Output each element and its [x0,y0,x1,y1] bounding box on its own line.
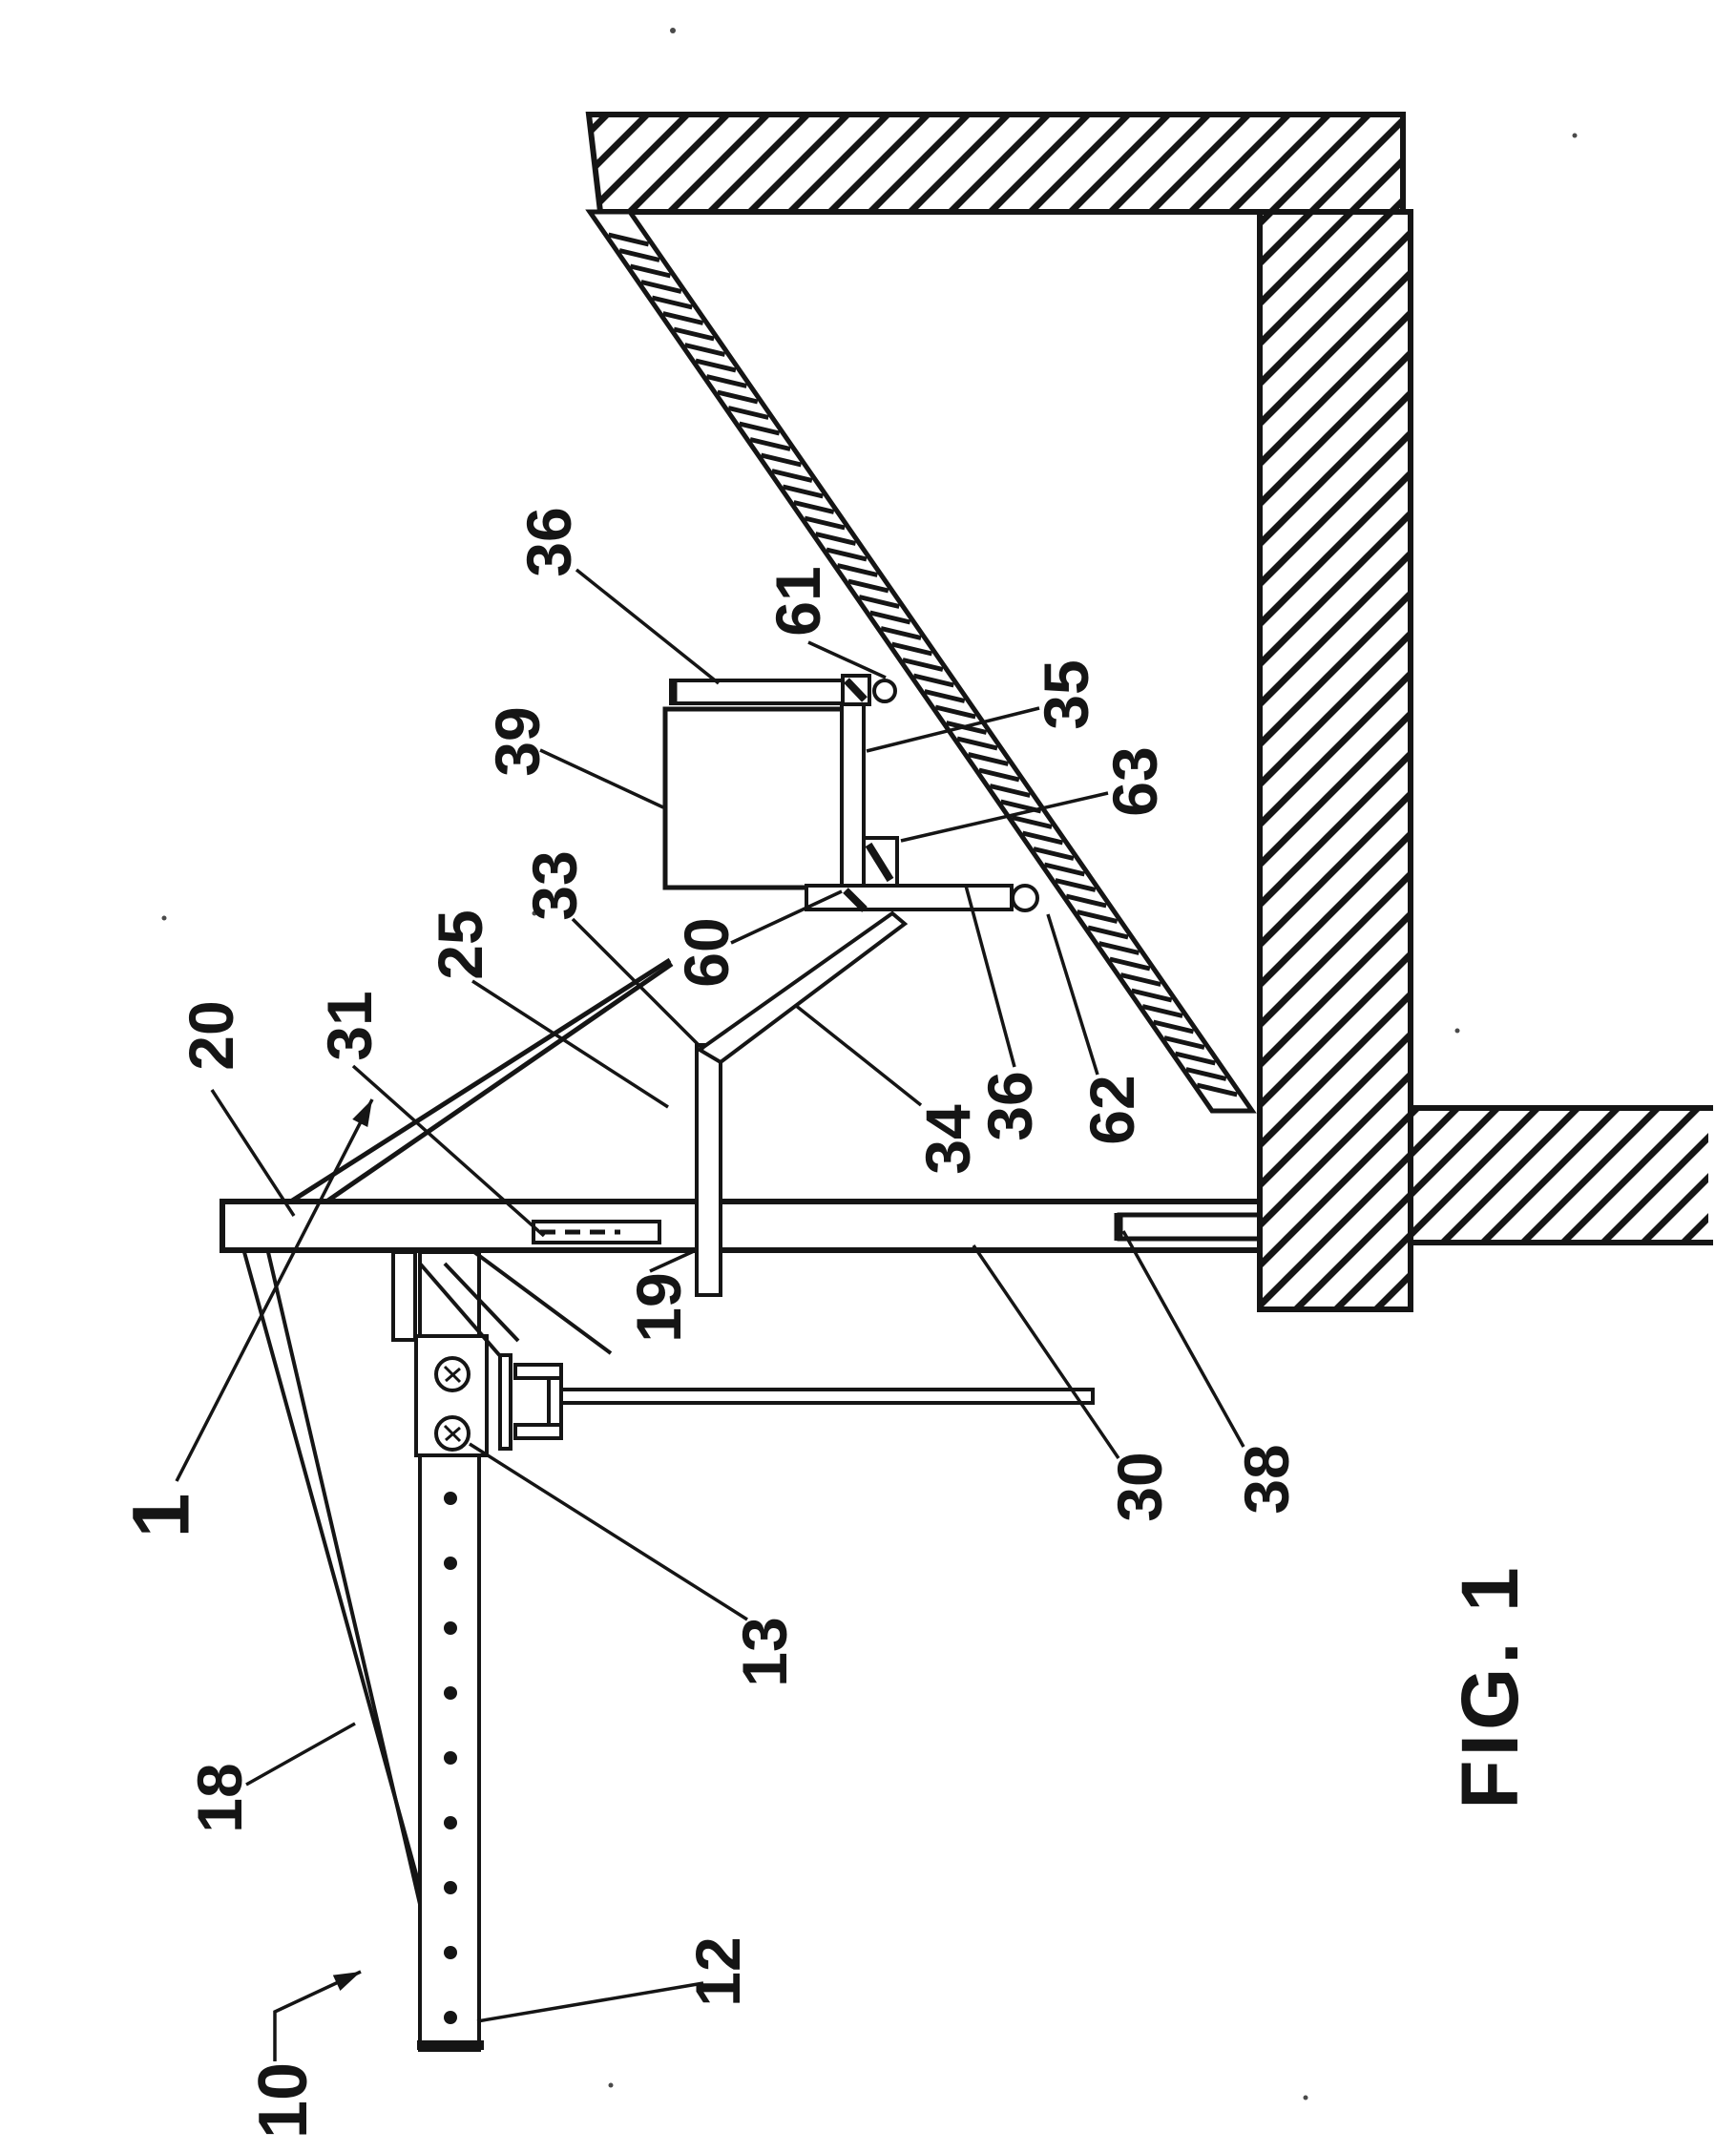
stabilizer-box [662,706,847,890]
ground-section [1411,1105,1713,1245]
beam-inset-dashed [532,1220,661,1244]
leader-18 [245,1722,356,1787]
scan-noise-dots [161,28,1578,2101]
leader-12 [476,1981,704,2023]
roller [1011,884,1039,912]
leader-30 [972,1244,1120,1459]
bent-support-arm [696,910,909,1065]
leader-arrowhead-10 [332,1972,361,1991]
callout-25: 25 [425,909,495,979]
leader-63 [900,791,1109,843]
lower-link-bar [805,884,1039,912]
callout-36a: 36 [513,507,584,576]
leader-62 [1046,913,1099,1076]
callout-38: 38 [1231,1444,1302,1514]
callout-61: 61 [763,566,833,636]
release-rod-mount [498,1353,563,1451]
leader-19 [649,1249,695,1273]
leader-39 [539,748,664,809]
leader-25 [471,979,669,1109]
leader-1 [175,1098,374,1482]
leader-31 [351,1064,546,1238]
callout-leader-lines [175,568,1245,2061]
dock-pit-wall-section [1257,209,1413,1312]
leader-10 [273,1970,362,2061]
leader-61 [807,640,887,679]
hinge-pin [872,679,897,703]
leader-35 [866,706,1040,753]
leader-33 [571,917,705,1052]
leader-36a [575,568,721,685]
deck-beam [220,1199,1263,1253]
diagonal-strut [242,1251,425,1917]
support-wedge-strut [284,957,674,1211]
figure-caption: FIG. 1 [1445,1563,1535,1808]
callout-1: 1 [115,1494,205,1538]
callout-31: 31 [314,991,385,1060]
vertical-link-bar [840,702,866,888]
callout-18: 18 [184,1763,255,1832]
callout-13: 13 [729,1617,800,1686]
release-rod [559,1388,1095,1405]
front-leg-bar [391,1250,417,1342]
callout-20: 20 [176,1000,246,1070]
building-wall-section [585,112,1406,215]
callout-35: 35 [1031,659,1101,729]
leader-34 [793,1003,923,1107]
adjuster-bolt [434,1356,471,1452]
leader-20 [210,1089,296,1217]
leader-60 [730,889,843,945]
leader-38 [1121,1230,1245,1448]
lower-hinge-bracket [862,836,899,889]
upper-link-bar [669,679,845,705]
leader-13 [469,1442,748,1621]
callout-36b: 36 [974,1071,1045,1140]
upper-hinge-bracket [841,674,897,706]
track-post [391,1250,489,2052]
inclined-ramp-strip [585,209,1257,1114]
callout-62: 62 [1077,1075,1147,1144]
leader-arrowhead-1 [352,1099,372,1128]
callout-30: 30 [1104,1452,1175,1521]
callout-39: 39 [482,706,553,776]
bent-arm-vertical-bar [695,1043,722,1297]
callout-63: 63 [1099,746,1170,816]
callout-10: 10 [245,2062,322,2139]
leader-36b [964,885,1016,1068]
rear-support-bar [1114,1212,1260,1242]
ramp-hatch-ticks [608,232,1238,1097]
callout-60: 60 [671,917,742,987]
callout-33: 33 [519,850,590,920]
callout-12: 12 [682,1936,753,2006]
callout-34: 34 [912,1104,983,1175]
callout-19: 19 [623,1272,694,1342]
mounting-holes [444,1492,457,2024]
gusset-lines [418,1250,613,1359]
